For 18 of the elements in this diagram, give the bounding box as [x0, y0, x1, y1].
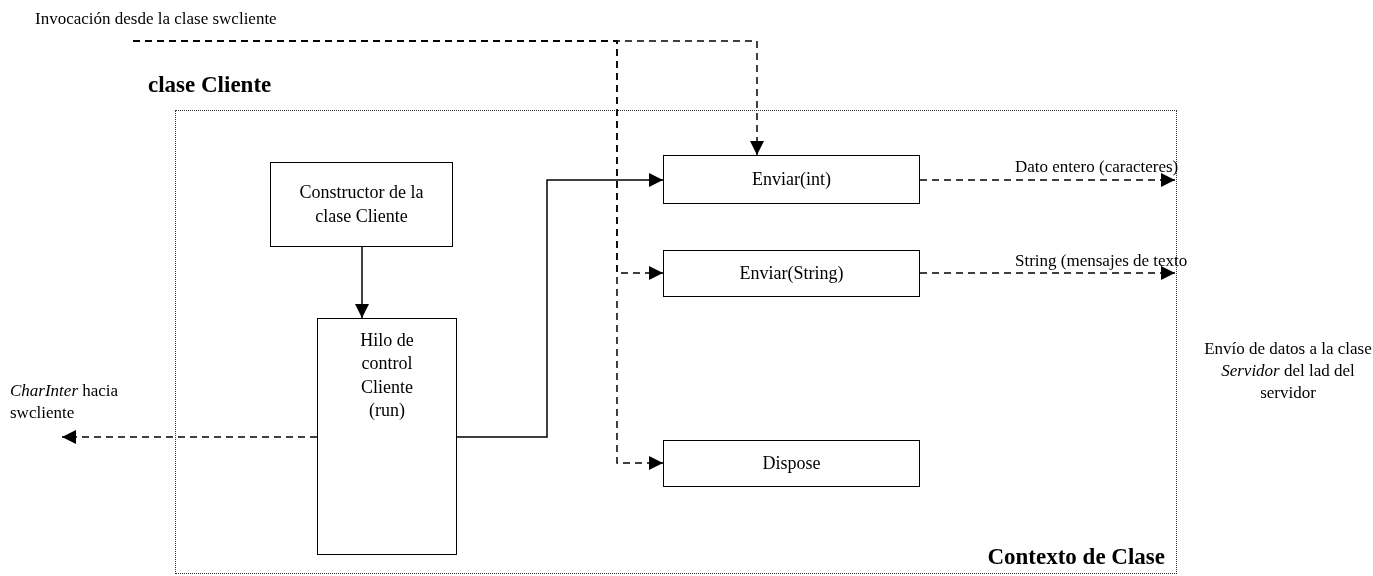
- arrow: [919, 266, 1176, 280]
- arrow: [61, 430, 318, 444]
- annotation-text: Dato entero (caracteres): [1015, 156, 1179, 178]
- arrow: [132, 40, 664, 470]
- arrow: [919, 173, 1176, 187]
- process-box: Enviar(String): [663, 250, 920, 297]
- process-box: Enviar(int): [663, 155, 920, 204]
- process-box: Dispose: [663, 440, 920, 487]
- process-box: Constructor de la clase Cliente: [270, 162, 453, 247]
- annotation-text: Envío de datos a la clase Servidor del lad del servidor: [1203, 338, 1373, 405]
- frame-title: clase Cliente: [148, 72, 272, 98]
- annotation-text: String (mensajes de texto: [1015, 250, 1188, 272]
- arrow: [456, 173, 664, 438]
- annotation-text: CharInter hacia swcliente: [10, 380, 120, 425]
- annotation-text: Invocación desde la clase swcliente: [35, 8, 277, 30]
- process-box: Hilo de control Cliente (run): [317, 318, 457, 555]
- arrow: [355, 246, 369, 319]
- frame-context-label: Contexto de Clase: [987, 544, 1165, 570]
